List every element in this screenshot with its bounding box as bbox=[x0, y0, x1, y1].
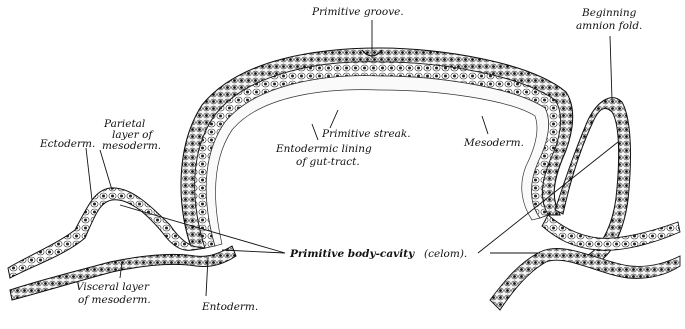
label-mesoderm: Mesoderm. bbox=[463, 137, 524, 149]
label-primitive-body-cavity: Primitive body-cavity bbox=[289, 248, 415, 260]
label-amnion-fold-line1: Beginning bbox=[581, 7, 637, 19]
gut-tract-entoderm-lining bbox=[206, 76, 548, 246]
label-primitive-groove: Primitive groove. bbox=[311, 6, 404, 18]
label-visceral-line2: of mesoderm. bbox=[78, 294, 151, 306]
leader-parietal-layer bbox=[100, 150, 112, 190]
leader-primitive-streak bbox=[330, 110, 338, 128]
leader-amnion-fold bbox=[610, 36, 612, 100]
leader-mesoderm bbox=[482, 116, 488, 134]
right-visceral-layer bbox=[490, 248, 680, 310]
label-ectoderm: Ectoderm. bbox=[39, 138, 95, 150]
label-entodermic-lining-line2: of gut-tract. bbox=[296, 156, 360, 168]
label-primitive-streak: Primitive streak. bbox=[321, 128, 411, 140]
leader-ectoderm bbox=[86, 148, 92, 200]
label-parietal-line3: mesoderm. bbox=[102, 140, 161, 152]
label-celom: (celom). bbox=[424, 248, 467, 260]
label-entoderm: Entoderm. bbox=[201, 301, 258, 313]
label-amnion-fold-line2: amnion fold. bbox=[576, 20, 642, 32]
label-visceral-line1: Visceral layer bbox=[76, 281, 150, 293]
label-entodermic-lining-line1: Entodermic lining bbox=[275, 143, 372, 155]
leader-entodermic-lining bbox=[312, 124, 318, 140]
